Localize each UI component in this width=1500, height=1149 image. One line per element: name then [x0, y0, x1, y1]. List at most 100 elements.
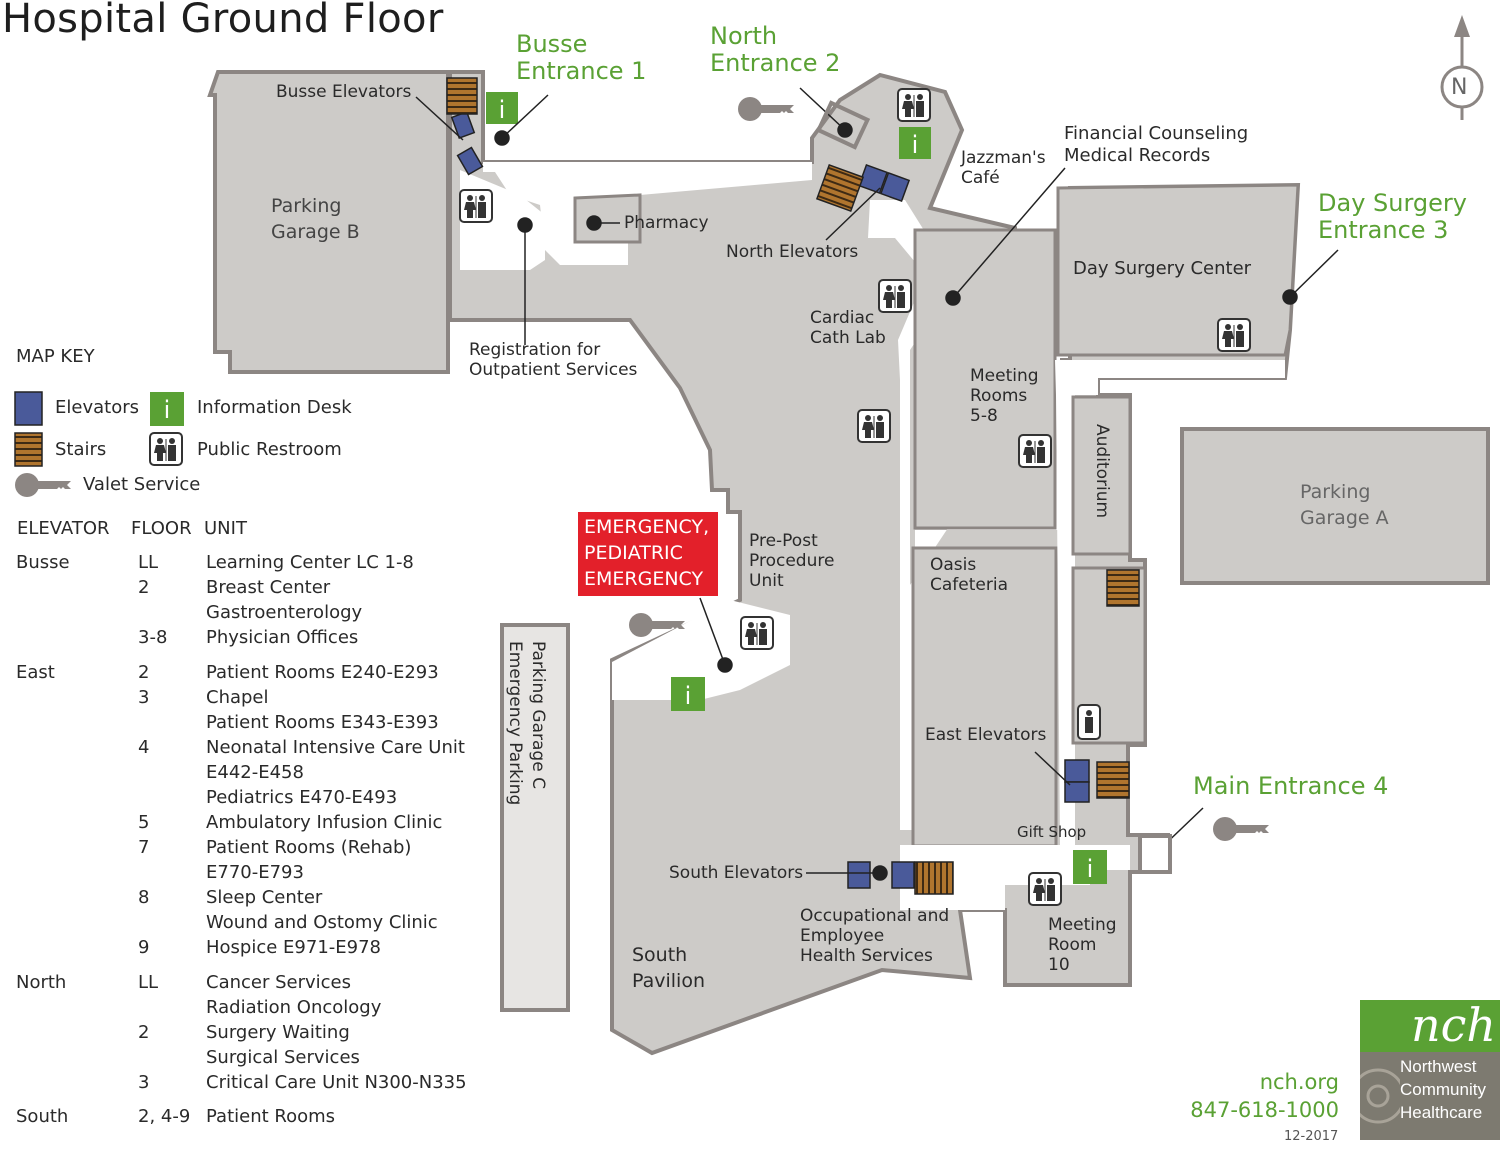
oasis-cafeteria-label: Oasis Cafeteria [930, 555, 1008, 595]
dir-floor: 2 [138, 662, 150, 683]
key-valet-swatch [15, 473, 71, 497]
corridor-pharmacy [573, 193, 642, 244]
key-info-label: Information Desk [197, 397, 352, 418]
busse-entrance-label: Busse Entrance 1 [516, 30, 647, 85]
valet-key-icon [738, 97, 794, 121]
dir-floor: 3 [138, 1072, 150, 1093]
dir-floor: 8 [138, 887, 150, 908]
dir-unit: Neonatal Intensive Care Unit [206, 737, 465, 758]
dir-unit: Sleep Center [206, 887, 323, 908]
occupational-health-label: Occupational and Employee Health Service… [800, 906, 950, 966]
stairs-icon [815, 163, 865, 213]
svg-text:i: i [912, 131, 919, 159]
dir-floor: 2 [138, 1022, 150, 1043]
meeting-rooms-5-8-label: Meeting Rooms 5-8 [970, 366, 1039, 426]
dir-elevator: North [16, 972, 67, 993]
svg-text:i: i [499, 96, 506, 124]
dir-unit: Hospice E971-E978 [206, 937, 381, 958]
phone-number: 847-618-1000 [1190, 1098, 1339, 1122]
dir-unit: Radiation Oncology [206, 997, 382, 1018]
dir-floor: 3 [138, 687, 150, 708]
svg-text:i: i [685, 682, 692, 710]
dir-unit: Wound and Ostomy Clinic [206, 912, 438, 933]
auditorium-label: Auditorium [1092, 424, 1112, 519]
stairs-icon [1106, 569, 1140, 607]
busse-elevators-icon [450, 110, 484, 176]
dir-floor: LL [138, 552, 159, 573]
key-stairs-swatch [14, 432, 43, 467]
dir-unit: Patient Rooms E240-E293 [206, 662, 439, 683]
header-unit: UNIT [204, 518, 247, 539]
dir-unit: Chapel [206, 687, 269, 708]
emergency-parking-label: Emergency Parking [505, 641, 525, 806]
cardiac-cath-lab-label: Cardiac Cath Lab [810, 308, 886, 348]
day-surgery-block [1056, 183, 1300, 357]
meeting-room-10-label: Meeting Room 10 [1048, 915, 1117, 975]
north-elevators-icon [857, 163, 911, 203]
meeting-rooms-5-8-block [913, 228, 1057, 530]
oasis-block [911, 546, 1058, 848]
garage-c [500, 623, 570, 1012]
key-restroom-label: Public Restroom [197, 439, 342, 460]
dir-floor: 2, 4-9 [138, 1106, 191, 1127]
revision-date: 12-2017 [1284, 1129, 1339, 1144]
info-desk-icon: i [486, 92, 518, 124]
dir-unit: Surgical Services [206, 1047, 360, 1068]
jazzmans-cafe-label: Jazzman's Café [961, 148, 1046, 188]
registration-label: Registration for Outpatient Services [469, 340, 638, 380]
restroom-icon [1217, 318, 1251, 352]
corridor-east [1005, 395, 1075, 860]
east-elevators-icon [1064, 759, 1090, 803]
header-floor: FLOOR [131, 518, 192, 539]
dir-unit: Critical Care Unit N300-N335 [206, 1072, 467, 1093]
corridor-north [483, 162, 812, 265]
stairs-icon [446, 77, 478, 115]
north-entrance-label: North Entrance 2 [710, 22, 841, 77]
dir-unit: Patient Rooms (Rehab) [206, 837, 412, 858]
stairs-icon [1096, 761, 1130, 799]
restroom-icon [740, 616, 774, 650]
busse-elevators-label: Busse Elevators [276, 82, 412, 102]
svg-text:i: i [1087, 855, 1094, 883]
info-desk-icon: i [671, 677, 705, 711]
dir-unit: Gastroenterology [206, 602, 363, 623]
south-elevators-icon [847, 861, 915, 889]
dir-elevator: East [16, 662, 55, 683]
compass-label: N [1451, 75, 1468, 100]
north-entrance-door [815, 100, 871, 150]
dir-elevator: South [16, 1106, 69, 1127]
dir-floor: 5 [138, 812, 150, 833]
parking-garage-b-label: Parking Garage B [271, 195, 360, 243]
main-entrance-label: Main Entrance 4 [1193, 772, 1389, 800]
dir-floor: LL [138, 972, 159, 993]
south-pavilion-label: South Pavilion [632, 944, 705, 992]
day-surgery-entrance-label: Day Surgery Entrance 3 [1318, 189, 1467, 244]
corridor-day-surgery [1055, 360, 1285, 395]
website-link[interactable]: nch.org [1259, 1070, 1339, 1094]
key-stairs-label: Stairs [55, 439, 107, 460]
restroom-icon [897, 88, 931, 122]
key-elevators-label: Elevators [55, 397, 139, 418]
svg-text:i: i [164, 396, 171, 424]
logo-name: Northwest Community Healthcare [1400, 1057, 1486, 1122]
restroom-icon [857, 409, 891, 443]
dir-floor: 4 [138, 737, 150, 758]
dir-elevator: Busse [16, 552, 70, 573]
key-restroom-swatch [149, 432, 183, 466]
auditorium-block [1071, 395, 1132, 556]
valet-key-icon [1213, 817, 1269, 841]
key-elevator-swatch [14, 391, 43, 426]
parking-garage-a-label: Parking Garage A [1300, 481, 1389, 529]
main-entrance-door [1138, 834, 1172, 874]
emergency-label: EMERGENCY, PEDIATRIC EMERGENCY [578, 512, 718, 596]
restroom-single-icon [1077, 704, 1101, 740]
day-surgery-center-label: Day Surgery Center [1073, 258, 1252, 279]
header-elevator: ELEVATOR [17, 518, 110, 539]
parking-garage-c-label: Parking Garage C [528, 641, 548, 789]
dir-unit: Pediatrics E470-E493 [206, 787, 398, 808]
page-title: Hospital Ground Floor [2, 0, 444, 42]
dir-unit: E770-E793 [206, 862, 304, 883]
corridor-bottom [900, 845, 1130, 910]
info-desk-icon: i [899, 127, 931, 159]
dir-floor: 7 [138, 837, 150, 858]
